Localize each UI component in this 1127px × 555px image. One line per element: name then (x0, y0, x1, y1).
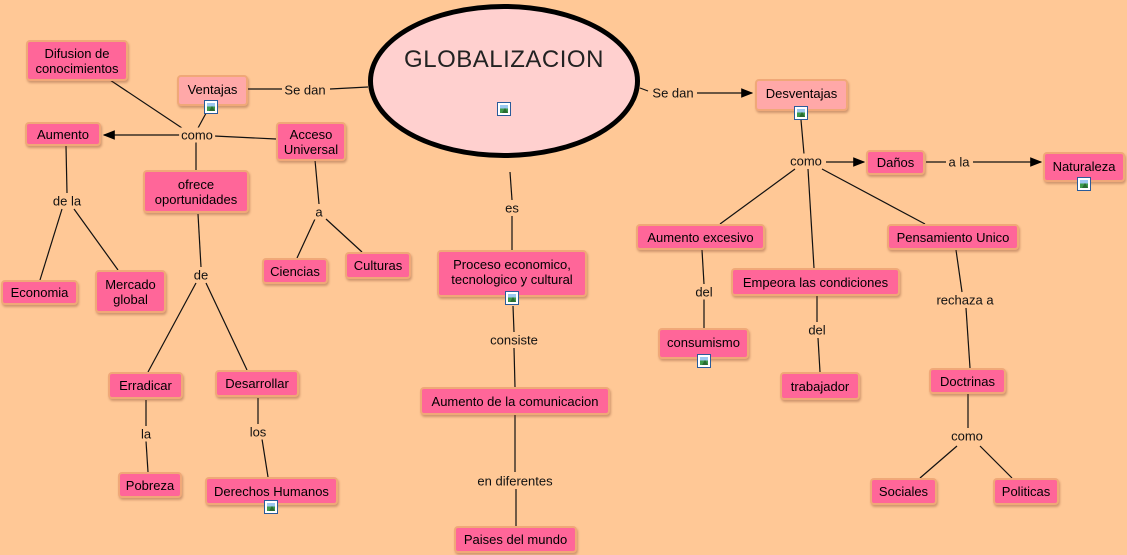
node-label: Aumento (36, 126, 90, 142)
link-label-como-right: como (788, 153, 824, 169)
node-aumento[interactable]: Aumento (25, 122, 101, 146)
link-label-como-left: como (179, 127, 215, 143)
node-label: Culturas (353, 258, 403, 273)
node-culturas[interactable]: Culturas (345, 252, 411, 279)
node-ofrece-oportunidades[interactable]: ofrece oportunidades (143, 170, 249, 213)
node-label: Pobreza (125, 477, 175, 493)
node-trabajador[interactable]: trabajador (780, 372, 860, 400)
node-proceso[interactable]: Proceso economico, tecnologico y cultura… (437, 250, 587, 297)
link-label-consiste: consiste (488, 332, 540, 348)
image-icon[interactable] (264, 500, 278, 514)
link-label-a: a (313, 204, 325, 220)
link-label-del-trabajador: del (806, 322, 828, 338)
node-label: Paises del mundo (463, 532, 568, 547)
link-label-a-la: a la (946, 154, 972, 170)
node-label: Proceso economico, tecnologico y cultura… (451, 257, 573, 287)
node-aumento-excesivo[interactable]: Aumento excesivo (636, 224, 765, 250)
link-label-es: es (503, 200, 521, 216)
link-label-de: de (191, 267, 211, 283)
central-topic-title: GLOBALIZACION (404, 46, 604, 73)
node-label: Politicas (1001, 484, 1051, 499)
link-label-los: los (247, 424, 269, 440)
link-label-la: la (138, 426, 154, 442)
node-label: Derechos Humanos (214, 483, 329, 499)
node-politicas[interactable]: Politicas (993, 478, 1059, 505)
link-label-de-la: de la (50, 193, 84, 209)
link-label-se-dan-right: Se dan (650, 85, 696, 101)
node-difusion[interactable]: Difusion de conocimientos (26, 40, 128, 81)
link-label-se-dan-left: Se dan (282, 82, 328, 98)
node-pensamiento-unico[interactable]: Pensamiento Unico (887, 224, 1019, 250)
image-icon[interactable] (1077, 177, 1091, 191)
node-doctrinas[interactable]: Doctrinas (929, 368, 1006, 394)
node-label: Empeora las condiciones (742, 274, 889, 290)
node-label: ofrece oportunidades (154, 176, 238, 207)
node-label: Ciencias (270, 263, 320, 279)
node-consumismo[interactable]: consumismo (658, 328, 749, 359)
node-label: Desventajas (765, 86, 838, 101)
node-empeora[interactable]: Empeora las condiciones (731, 268, 900, 296)
node-erradicar[interactable]: Erradicar (108, 372, 183, 399)
node-label: Naturaleza (1052, 159, 1116, 174)
node-label: trabajador (790, 378, 850, 394)
image-icon[interactable] (505, 291, 519, 305)
node-aumento-comunicacion[interactable]: Aumento de la comunicacion (420, 387, 610, 415)
node-label: consumismo (667, 335, 740, 350)
image-icon[interactable] (697, 354, 711, 368)
image-icon[interactable] (794, 106, 808, 120)
node-label: Sociales (878, 484, 929, 499)
node-danos[interactable]: Daños (866, 150, 925, 175)
link-label-en-diferentes: en diferentes (475, 473, 555, 489)
node-label: Economia (10, 285, 69, 300)
node-ciencias[interactable]: Ciencias (262, 258, 328, 284)
node-label: Doctrinas (940, 373, 995, 389)
node-label: Aumento de la comunicacion (431, 393, 599, 409)
node-desarrollar[interactable]: Desarrollar (215, 370, 299, 397)
node-label: Desarrollar (225, 376, 289, 391)
node-label: Daños (876, 155, 915, 170)
node-paises[interactable]: Paises del mundo (454, 526, 577, 553)
node-label: Ventajas (187, 82, 238, 97)
node-sociales[interactable]: Sociales (870, 478, 937, 505)
node-label: Erradicar (119, 378, 172, 393)
node-label: Pensamiento Unico (896, 229, 1010, 245)
node-label: Mercado global (105, 276, 156, 307)
image-icon[interactable] (204, 100, 218, 114)
node-economia[interactable]: Economia (1, 280, 78, 305)
central-topic[interactable]: GLOBALIZACION (368, 4, 640, 158)
node-acceso-universal[interactable]: Acceso Universal (276, 122, 346, 161)
node-label: Acceso Universal (283, 126, 339, 157)
node-mercado-global[interactable]: Mercado global (95, 270, 166, 313)
link-label-rechaza-a: rechaza a (934, 292, 996, 308)
node-pobreza[interactable]: Pobreza (118, 472, 182, 498)
image-icon[interactable] (497, 102, 511, 116)
node-label: Difusion de conocimientos (35, 45, 119, 76)
link-label-como-doctrinas: como (949, 428, 985, 444)
node-label: Aumento excesivo (647, 229, 754, 245)
link-label-del-consumismo: del (693, 284, 715, 300)
